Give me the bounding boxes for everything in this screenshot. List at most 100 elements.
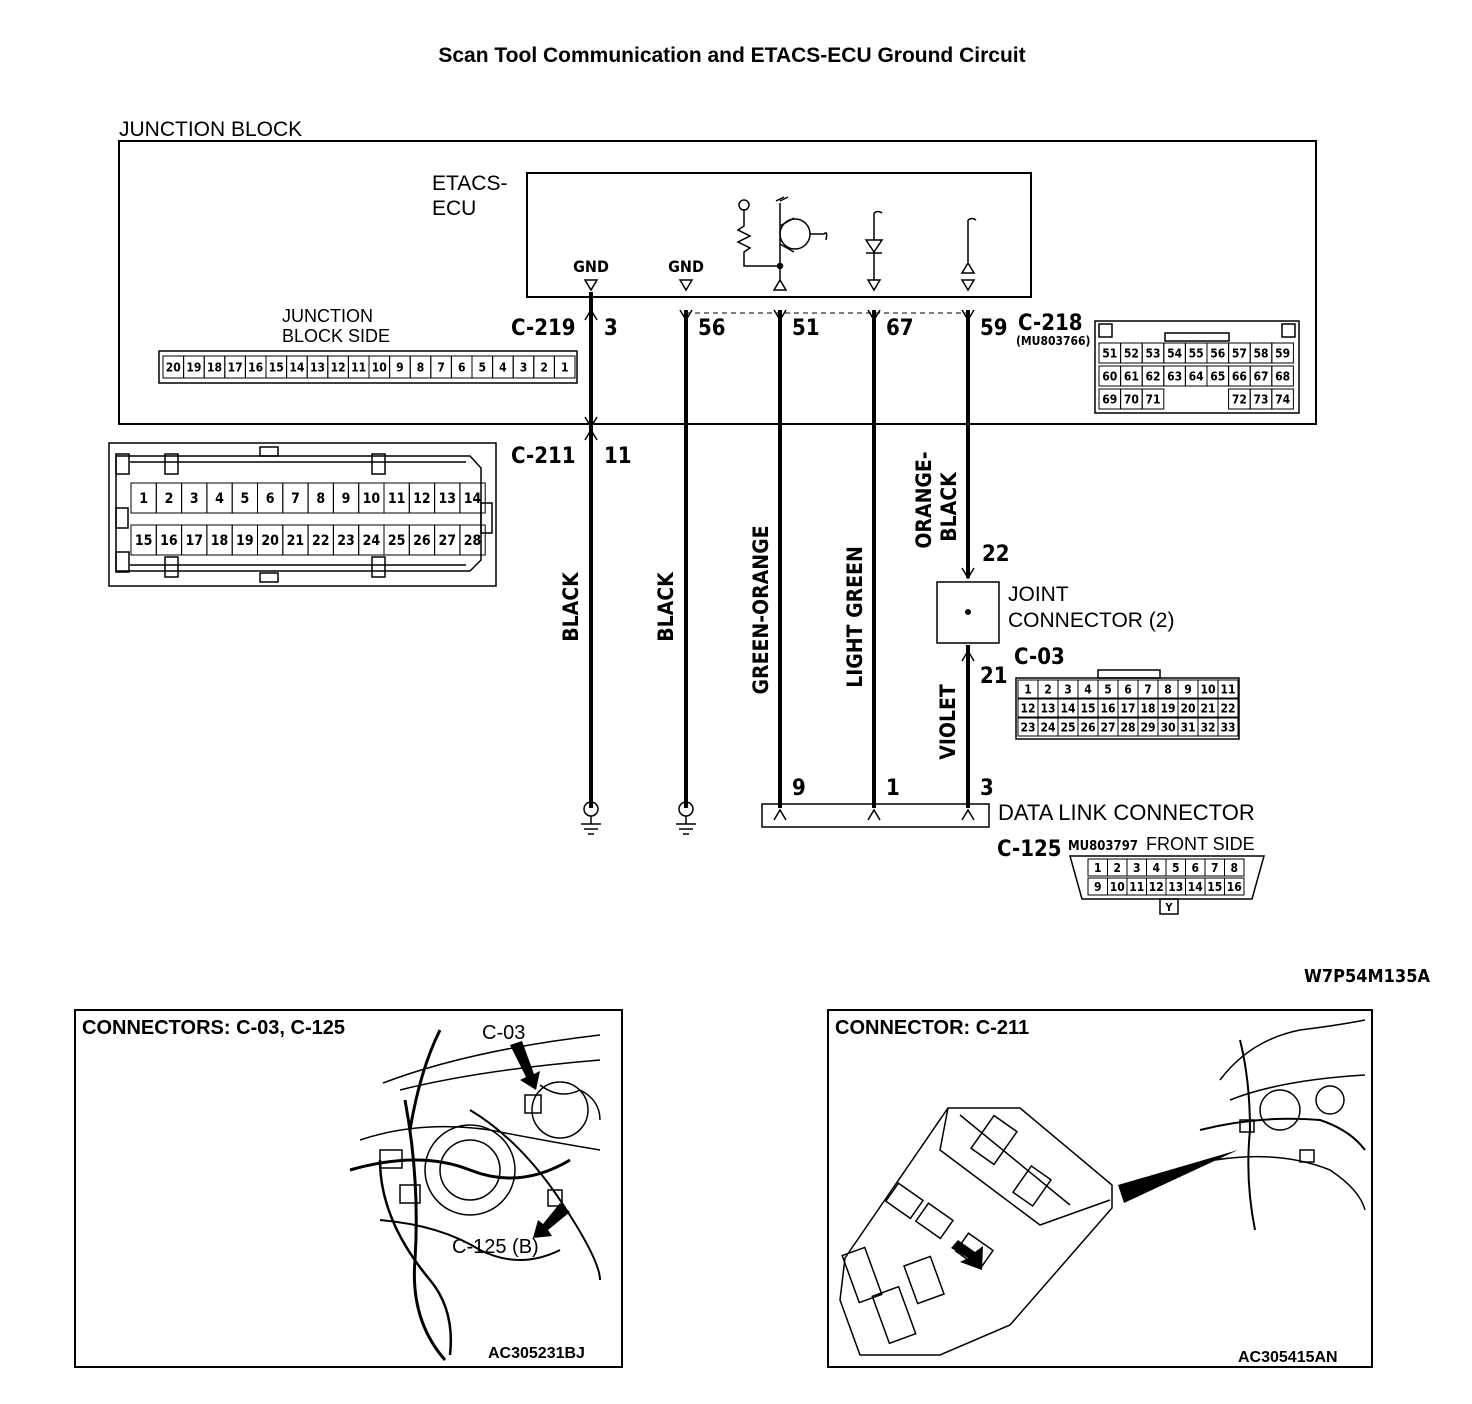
pin-cell xyxy=(553,355,576,379)
pin-number: 4 xyxy=(215,491,224,507)
pin-number: 22 xyxy=(312,533,330,549)
c211-pin: 11 xyxy=(604,444,632,469)
pin-number: 17 xyxy=(185,533,203,549)
pin-number: 25 xyxy=(1060,720,1075,734)
data-link-connector-label: DATA LINK CONNECTOR xyxy=(998,800,1255,825)
inset-right-title: CONNECTOR: C-211 xyxy=(835,1017,1029,1039)
pin-number: 26 xyxy=(413,533,431,549)
side-label-line1: JUNCTION xyxy=(282,306,373,326)
c125-key: Y xyxy=(1164,901,1173,914)
pin-number: 4 xyxy=(1084,682,1092,696)
side-label-line2: BLOCK SIDE xyxy=(282,326,390,346)
pin-67: 67 xyxy=(886,316,914,341)
gnd-label-1: GND xyxy=(573,257,609,276)
pin-number: 54 xyxy=(1167,346,1183,360)
pin-number: 16 xyxy=(1100,701,1115,715)
c211-face xyxy=(108,442,497,587)
pin-number: 20 xyxy=(1180,701,1195,715)
ground-symbols xyxy=(581,801,696,835)
pin-number: 7 xyxy=(1211,861,1219,875)
pin-59: 59 xyxy=(980,316,1008,341)
pin-number: 8 xyxy=(417,360,425,374)
pin-number: 53 xyxy=(1145,346,1160,360)
pin-number: 18 xyxy=(207,360,222,374)
pin-number: 28 xyxy=(464,533,482,549)
ecu-internal-circuit xyxy=(736,196,977,282)
pin-number: 12 xyxy=(1149,880,1164,894)
pin-number: 1 xyxy=(1024,682,1032,696)
pin-number: 2 xyxy=(540,360,548,374)
pin-number: 3 xyxy=(190,491,199,507)
pin-number: 71 xyxy=(1145,392,1160,406)
pin-number: 17 xyxy=(1120,701,1135,715)
pin-number: 68 xyxy=(1275,369,1290,383)
pin-number: 19 xyxy=(186,360,201,374)
pin-cell xyxy=(1271,342,1294,364)
pin-number: 28 xyxy=(1120,720,1135,734)
inset-right-frame xyxy=(827,1009,1373,1368)
wire-label-black-2: BLACK xyxy=(654,571,678,642)
joint-label-line2: CONNECTOR (2) xyxy=(1008,609,1174,632)
inset-left-title: CONNECTORS: C-03, C-125 xyxy=(82,1017,345,1039)
pin-number: 73 xyxy=(1253,392,1268,406)
pin-number: 29 xyxy=(1140,720,1155,734)
pin-number: 70 xyxy=(1124,392,1139,406)
pin-number: 12 xyxy=(1020,701,1035,715)
pin-number: 66 xyxy=(1232,369,1247,383)
pin-number: 6 xyxy=(266,491,275,507)
pin-number: 8 xyxy=(1164,682,1172,696)
pin-number: 31 xyxy=(1180,720,1195,734)
inset-right-arrow xyxy=(951,1240,983,1270)
pin-cell xyxy=(1217,679,1239,699)
pin-cell xyxy=(459,524,486,556)
pin-number: 1 xyxy=(1094,861,1102,875)
pin-number: 15 xyxy=(1207,880,1222,894)
pin-number: 9 xyxy=(1184,682,1192,696)
joint-node xyxy=(965,609,971,615)
pin-number: 8 xyxy=(1230,861,1238,875)
pin-number: 62 xyxy=(1145,369,1160,383)
wire-label-black-1: BLACK xyxy=(559,571,583,642)
pin-number: 32 xyxy=(1200,720,1215,734)
c218-face xyxy=(1094,320,1300,414)
pin-number: 7 xyxy=(437,360,445,374)
pin-number: 22 xyxy=(1220,701,1235,715)
pin-number: 24 xyxy=(363,533,381,549)
pin-number: 20 xyxy=(166,360,181,374)
inset-left-callout-c125: C-125 (B) xyxy=(452,1236,539,1258)
pin-number: 6 xyxy=(458,360,466,374)
wire-label-orange: ORANGE- xyxy=(912,451,936,548)
pin-number: 19 xyxy=(236,533,254,549)
inset-left-callout-c03: C-03 xyxy=(482,1022,525,1044)
joint-label-line1: JOINT xyxy=(1008,583,1069,606)
pin-number: 63 xyxy=(1167,369,1182,383)
pin-number: 7 xyxy=(291,491,300,507)
pin-number: 9 xyxy=(342,491,351,507)
pin-number: 58 xyxy=(1253,346,1268,360)
pin-cell xyxy=(1271,388,1294,410)
pin-number: 25 xyxy=(388,533,406,549)
pin-number: 11 xyxy=(388,491,406,507)
inset-left-frame xyxy=(74,1009,623,1368)
wire-label-green-orange: GREEN-ORANGE xyxy=(749,526,773,695)
pin-number: 26 xyxy=(1080,720,1095,734)
inset-left-code: AC305231BJ xyxy=(488,1345,585,1362)
c125-key-box xyxy=(1159,898,1179,915)
pin-number: 13 xyxy=(1040,701,1055,715)
pin-number: 14 xyxy=(1060,701,1076,715)
pin-number: 59 xyxy=(1275,346,1290,360)
pin-number: 14 xyxy=(464,491,482,507)
pin-number: 13 xyxy=(1168,880,1183,894)
pin-cell xyxy=(1271,365,1294,387)
pin-number: 55 xyxy=(1189,346,1204,360)
pin-number: 1 xyxy=(139,491,148,507)
pin-number: 9 xyxy=(396,360,404,374)
pin-number: 15 xyxy=(1080,701,1095,715)
c125-id: C-125 xyxy=(997,837,1062,862)
junction-block-label: JUNCTION BLOCK xyxy=(119,118,302,141)
pin-number: 5 xyxy=(1104,682,1112,696)
inset-left-arrows xyxy=(510,1041,570,1238)
pin-number: 10 xyxy=(1200,682,1215,696)
